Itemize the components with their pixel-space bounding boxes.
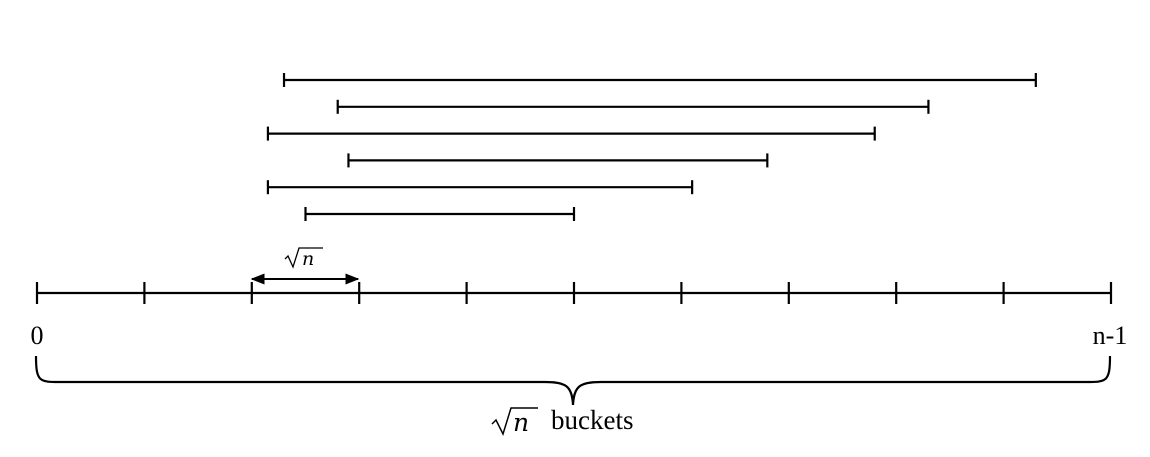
- axis-end-label: n-1: [1093, 321, 1128, 350]
- buckets-radical-sign: [491, 407, 538, 437]
- buckets-brace-group: n buckets: [34, 355, 1112, 437]
- query-interval: [282, 73, 1037, 87]
- buckets-text: buckets: [551, 405, 633, 435]
- bucket-width-radical-sign: [284, 247, 323, 269]
- axis-ticks: [35, 282, 1113, 304]
- buckets-symbol: n: [513, 408, 529, 437]
- buckets-brace: [34, 355, 1112, 406]
- bucket-width-symbol: n: [302, 248, 314, 270]
- query-interval: [347, 153, 769, 168]
- axis-start-label: 0: [31, 321, 44, 350]
- bucket-width-indicator: n: [250, 247, 360, 285]
- number-line: 0 n-1: [31, 282, 1128, 350]
- query-interval: [266, 126, 876, 141]
- query-intervals: [266, 73, 1037, 221]
- query-interval: [266, 180, 694, 195]
- bucket-width-label: n: [284, 247, 323, 270]
- query-interval: [336, 99, 930, 114]
- buckets-label: n buckets: [491, 405, 633, 437]
- query-interval: [304, 207, 576, 221]
